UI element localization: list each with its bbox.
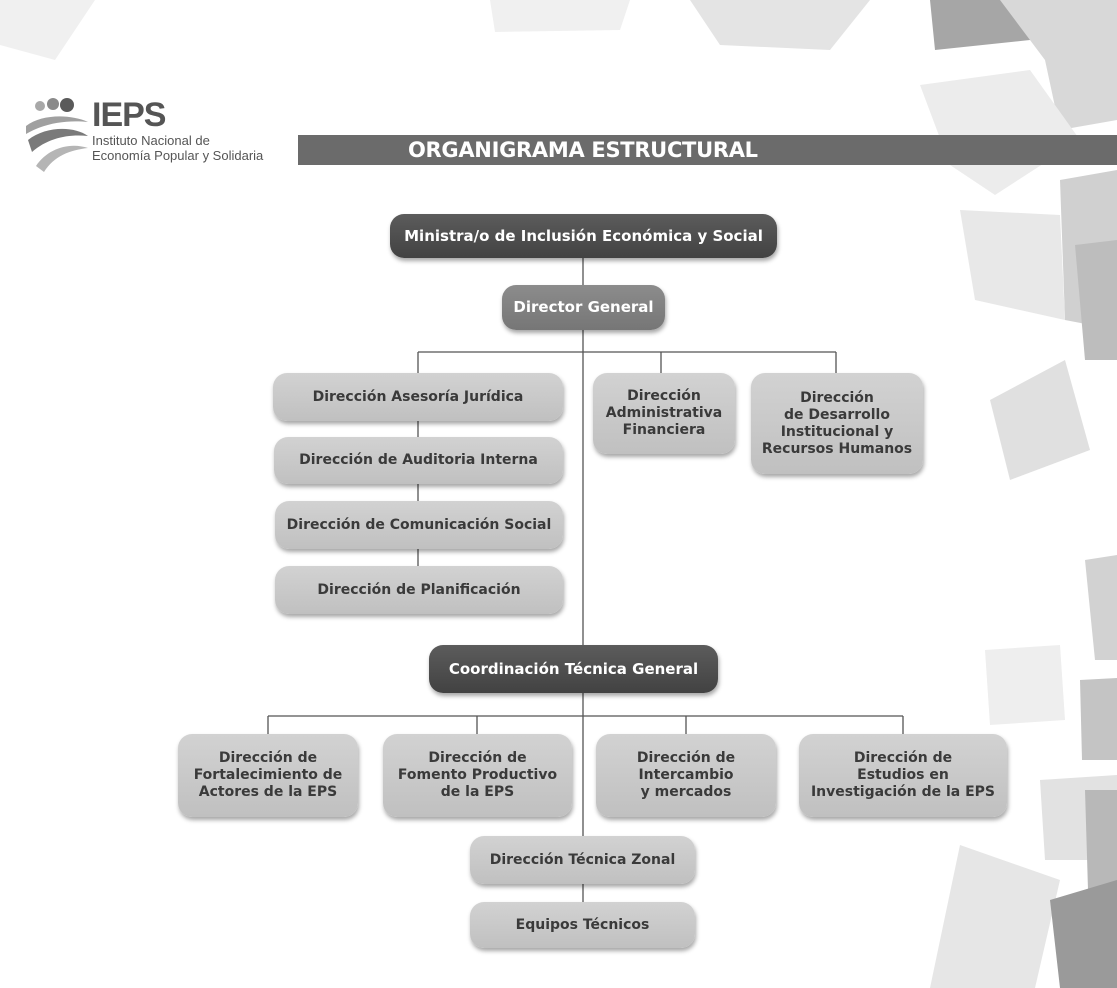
box-administrativa-financiera: Dirección Administrativa Financiera xyxy=(593,373,735,454)
box-auditoria-interna: Dirección de Auditoria Interna xyxy=(274,437,563,484)
logo-subtitle: Instituto Nacional de Economía Popular y… xyxy=(92,133,322,163)
ieps-logo-icon xyxy=(26,98,88,172)
box-estudios: Dirección de Estudios en Investigación d… xyxy=(799,734,1007,817)
box-asesoria-juridica: Dirección Asesoría Jurídica xyxy=(273,373,563,421)
box-comunicacion-social: Dirección de Comunicación Social xyxy=(275,501,563,549)
box-ministra: Ministra/o de Inclusión Económica y Soci… xyxy=(390,214,777,258)
box-planificacion: Dirección de Planificación xyxy=(275,566,563,614)
box-tecnica-zonal: Dirección Técnica Zonal xyxy=(470,836,695,884)
ieps-logo: IEPS Instituto Nacional de Economía Popu… xyxy=(22,96,302,176)
logo-subtitle-line2: Economía Popular y Solidaria xyxy=(92,148,264,163)
title-bar: ORGANIGRAMA ESTRUCTURAL xyxy=(298,135,1117,165)
box-coordinacion-tecnica: Coordinación Técnica General xyxy=(429,645,718,693)
box-equipos-tecnicos: Equipos Técnicos xyxy=(470,902,695,948)
box-director-general: Director General xyxy=(502,285,665,330)
box-intercambio: Dirección de Intercambio y mercados xyxy=(596,734,776,817)
page-title: ORGANIGRAMA ESTRUCTURAL xyxy=(408,138,758,162)
logo-wordmark: IEPS xyxy=(92,96,166,134)
logo-subtitle-line1: Instituto Nacional de xyxy=(92,133,210,148)
box-desarrollo-institucional: Dirección de Desarrollo Institucional y … xyxy=(751,373,923,474)
box-fomento-productivo: Dirección de Fomento Productivo de la EP… xyxy=(383,734,572,817)
box-fortalecimiento: Dirección de Fortalecimiento de Actores … xyxy=(178,734,358,817)
